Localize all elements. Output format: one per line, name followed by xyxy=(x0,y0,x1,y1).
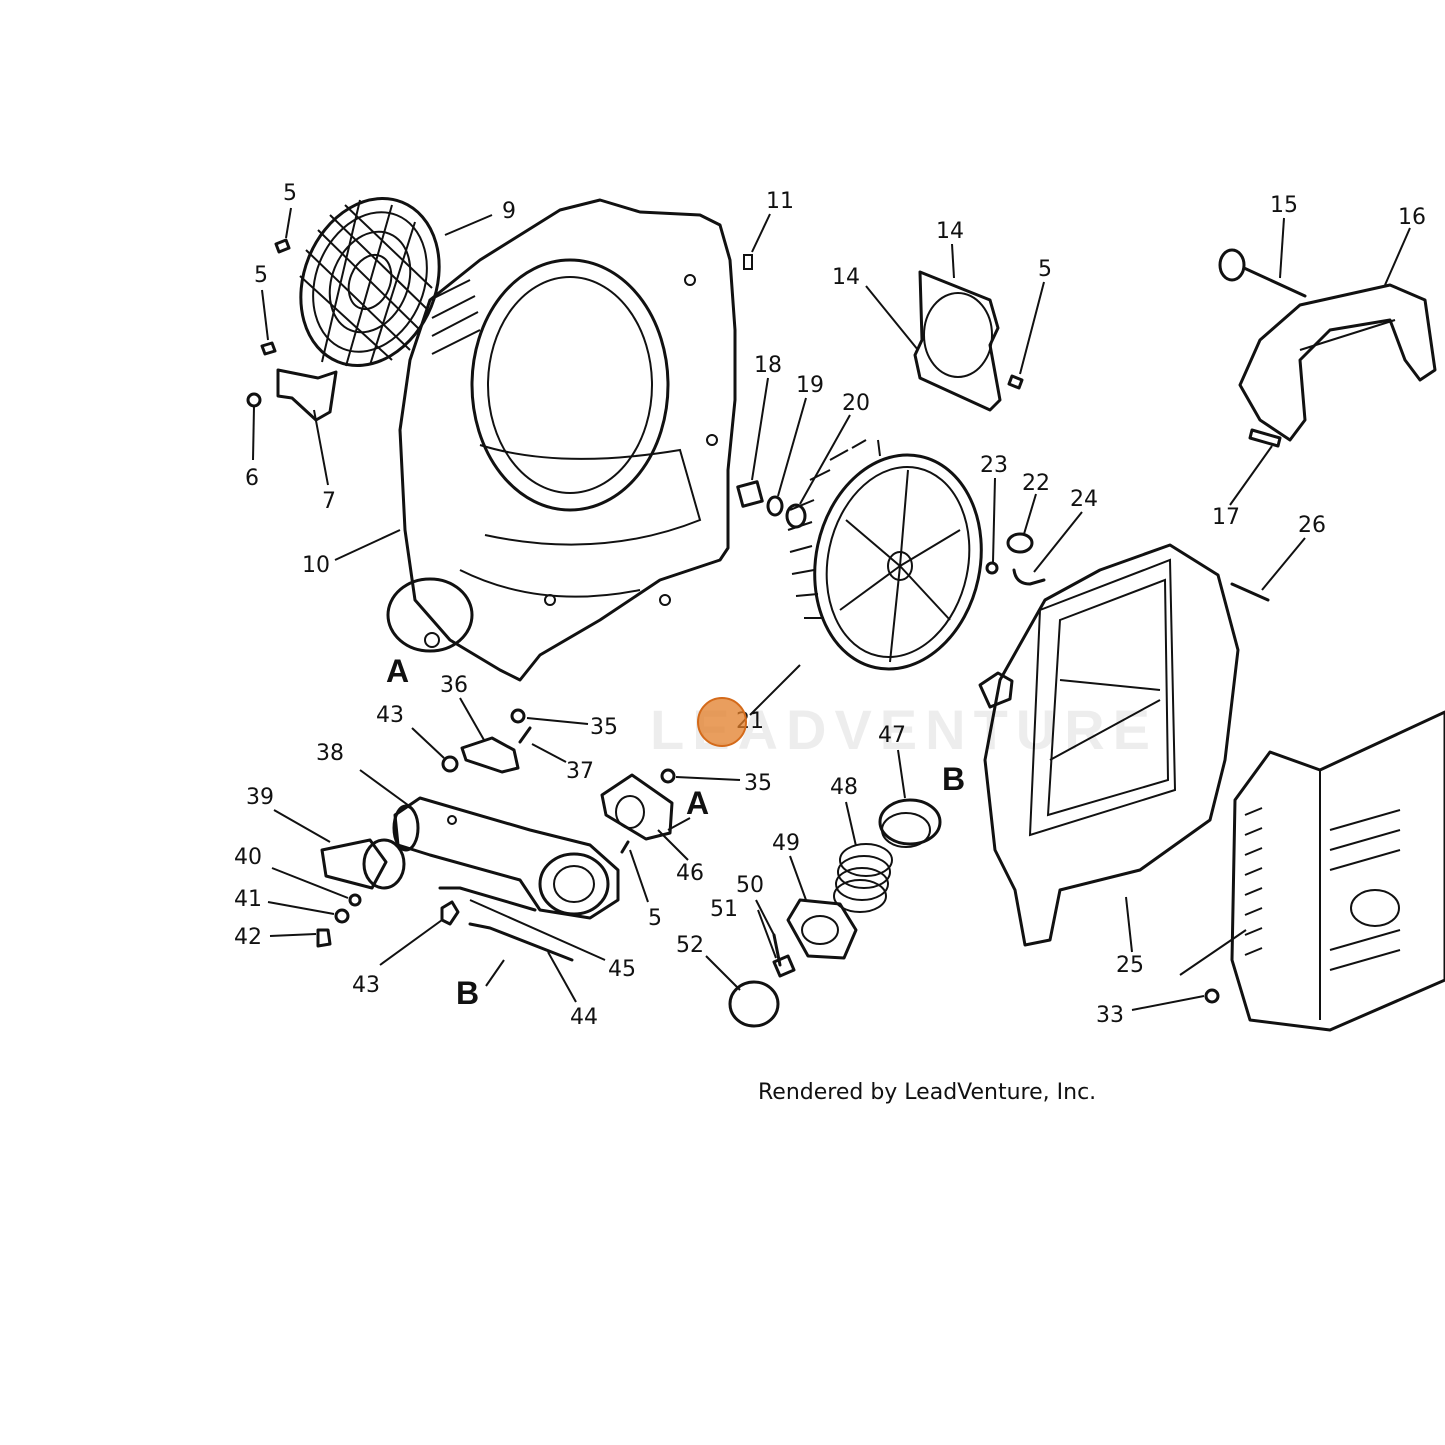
label-15: 15 xyxy=(1270,193,1298,218)
part-14-gasket xyxy=(865,243,1045,412)
label-14-left: 14 xyxy=(832,265,860,290)
label-44: 44 xyxy=(570,1005,598,1030)
part-24-pipe xyxy=(1012,511,1083,586)
part-35-nut-lower xyxy=(660,768,741,784)
label-9: 9 xyxy=(502,199,516,224)
label-46: 46 xyxy=(676,861,704,886)
part-17-pin xyxy=(1229,428,1282,506)
part-22-grommet xyxy=(1006,493,1037,554)
part-40-washer xyxy=(271,867,362,907)
part-10-blower-housing xyxy=(334,198,737,682)
label-48: 48 xyxy=(830,775,858,800)
label-23: 23 xyxy=(980,453,1008,478)
part-38-elbow xyxy=(359,769,620,920)
label-50: 50 xyxy=(736,873,764,898)
label-17: 17 xyxy=(1212,505,1240,530)
label-5-lower: 5 xyxy=(648,906,662,931)
part-49-knob xyxy=(786,855,858,960)
label-11: 11 xyxy=(766,189,794,214)
part-39-nozzle xyxy=(273,809,406,890)
label-39: 39 xyxy=(246,785,274,810)
label-10: 10 xyxy=(302,553,330,578)
label-35-top: 35 xyxy=(590,715,618,740)
label-45: 45 xyxy=(608,957,636,982)
label-5-gasket: 5 xyxy=(1038,257,1052,282)
ref-b-cable: B xyxy=(456,975,479,1011)
label-47: 47 xyxy=(878,723,906,748)
part-5-screw-lower xyxy=(620,840,649,903)
part-44-cable xyxy=(468,922,577,1003)
part-47-collar xyxy=(878,749,942,848)
label-7: 7 xyxy=(322,489,336,514)
part-50-pin xyxy=(755,899,782,967)
ref-b-collar: B xyxy=(942,761,965,797)
label-33: 33 xyxy=(1096,1003,1124,1028)
part-35-nut-top xyxy=(510,708,589,725)
part-48-spring xyxy=(833,801,893,913)
part-33-screw xyxy=(1131,929,1247,1011)
ref-a-housing: A xyxy=(386,653,409,689)
label-5-top: 5 xyxy=(283,181,297,206)
part-37-screw xyxy=(518,726,567,763)
part-52-cap xyxy=(705,955,780,1028)
label-49: 49 xyxy=(772,831,800,856)
label-26: 26 xyxy=(1298,513,1326,538)
part-18-nut xyxy=(736,377,769,508)
part-43-clip-bottom xyxy=(379,900,460,966)
label-37: 37 xyxy=(566,759,594,784)
label-35-lower: 35 xyxy=(744,771,772,796)
part-43-nut-top xyxy=(411,727,459,773)
label-42: 42 xyxy=(234,925,262,950)
label-14-top: 14 xyxy=(936,219,964,244)
label-36: 36 xyxy=(440,673,468,698)
label-18: 18 xyxy=(754,353,782,378)
label-24: 24 xyxy=(1070,487,1098,512)
part-9-screen xyxy=(299,197,441,367)
label-43-top: 43 xyxy=(376,703,404,728)
part-23-screw xyxy=(985,477,999,575)
part-41-washer xyxy=(267,901,350,924)
part-45-cable xyxy=(438,886,606,961)
label-22: 22 xyxy=(1022,471,1050,496)
reference-letters: A A B B xyxy=(386,653,965,1011)
ref-a-lever: A xyxy=(686,785,709,821)
label-25: 25 xyxy=(1116,953,1144,978)
part-16-handle xyxy=(1238,227,1437,442)
muffler-cover xyxy=(1230,710,1445,1032)
part-5-screw-mid xyxy=(260,289,277,356)
part-36-plate xyxy=(459,697,520,774)
part-26-screw xyxy=(1230,537,1306,602)
label-40: 40 xyxy=(234,845,262,870)
part-6-bolt xyxy=(246,392,262,461)
part-51-pin xyxy=(757,909,796,978)
label-38: 38 xyxy=(316,741,344,766)
label-41: 41 xyxy=(234,887,262,912)
label-5-mid: 5 xyxy=(254,263,268,288)
label-51: 51 xyxy=(710,897,738,922)
part-number-labels: 5 9 5 6 7 10 11 14 14 5 15 16 17 18 19 2… xyxy=(234,181,1426,1030)
part-42-screw xyxy=(269,928,332,948)
label-16: 16 xyxy=(1398,205,1426,230)
label-20: 20 xyxy=(842,391,870,416)
part-21-impeller xyxy=(749,439,983,716)
part-5-screw-top xyxy=(274,207,292,254)
label-52: 52 xyxy=(676,933,704,958)
part-11-clip xyxy=(743,213,771,270)
label-6: 6 xyxy=(245,466,259,491)
part-7-bracket xyxy=(276,368,338,486)
part-46-lever xyxy=(600,773,691,861)
part-25-fan-housing xyxy=(978,543,1240,953)
part-21-hotspot-marker[interactable] xyxy=(697,697,747,747)
label-19: 19 xyxy=(796,373,824,398)
part-19-washer xyxy=(766,397,807,517)
part-15-bolt xyxy=(1218,217,1307,298)
label-43-bottom: 43 xyxy=(352,973,380,998)
render-credit: Rendered by LeadVenture, Inc. xyxy=(758,1080,1097,1105)
